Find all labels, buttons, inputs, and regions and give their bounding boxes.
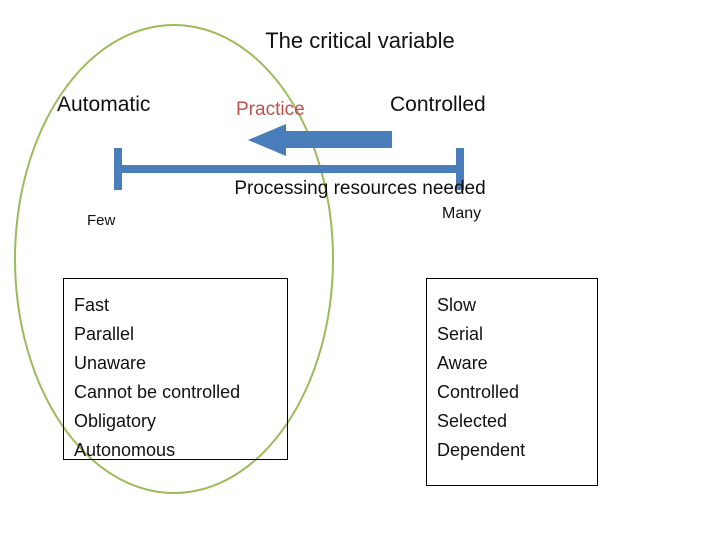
axis-label-low: Few xyxy=(87,212,116,229)
automatic-attribute-list: Fast Parallel Unaware Cannot be controll… xyxy=(74,291,287,465)
label-automatic: Automatic xyxy=(57,93,151,116)
controlled-attribute-list: Slow Serial Aware Controlled Selected De… xyxy=(437,291,597,465)
axis-cap-right-shape xyxy=(456,148,464,190)
list-item: Selected xyxy=(437,411,508,431)
list-item: Obligatory xyxy=(74,411,157,431)
axis-title: Processing resources needed xyxy=(234,178,486,199)
arrow-head-shape xyxy=(248,124,286,156)
axis-bar-shape xyxy=(114,165,464,173)
list-item: Fast xyxy=(74,295,110,315)
axis-cap-left-shape xyxy=(114,148,122,190)
label-controlled: Controlled xyxy=(390,93,486,116)
text-box-controlled: Slow Serial Aware Controlled Selected De… xyxy=(426,278,598,486)
label-practice: Practice xyxy=(236,99,305,120)
list-item: Serial xyxy=(437,324,484,344)
list-item: Aware xyxy=(437,353,488,373)
list-item: Cannot be controlled xyxy=(74,382,241,402)
slide-title: The critical variable xyxy=(265,28,455,53)
list-item: Dependent xyxy=(437,440,526,460)
list-item: Slow xyxy=(437,295,477,315)
left-arrow-icon xyxy=(248,124,392,156)
list-item: Autonomous xyxy=(74,440,176,460)
axis-label-high: Many xyxy=(442,205,482,222)
list-item: Parallel xyxy=(74,324,135,344)
text-box-automatic: Fast Parallel Unaware Cannot be controll… xyxy=(63,278,288,460)
arrow-shaft-shape xyxy=(284,131,392,148)
list-item: Controlled xyxy=(437,382,520,402)
list-item: Unaware xyxy=(74,353,147,373)
green-ellipse-shape xyxy=(14,24,334,494)
